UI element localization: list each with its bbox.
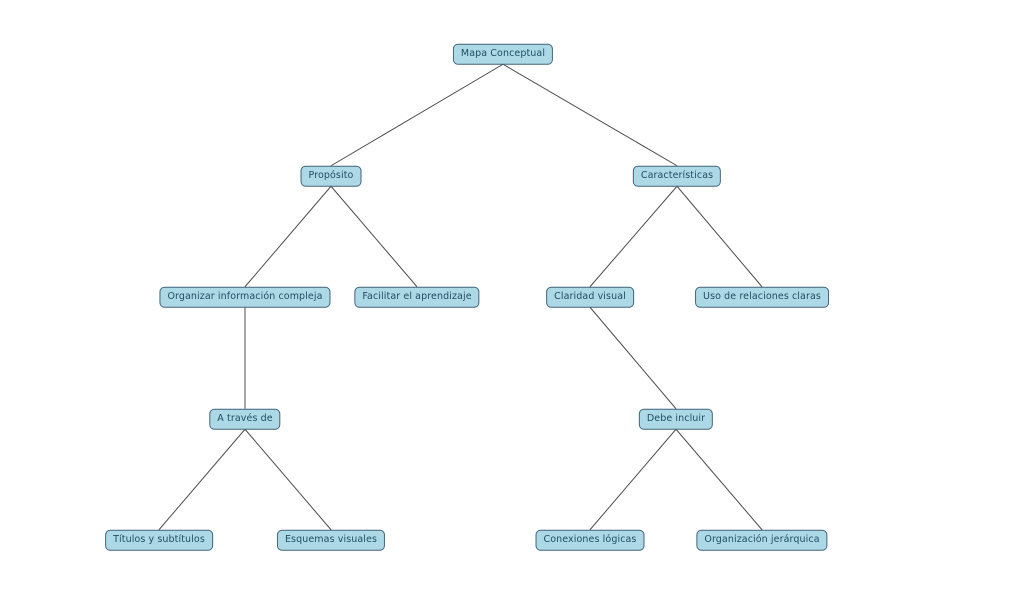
edge-atraves-to-titulos	[158, 428, 246, 531]
edge-debeincluir-to-conexiones	[589, 428, 677, 531]
concept-node-titulos[interactable]: Títulos y subtítulos	[105, 529, 213, 551]
concept-node-esquemas[interactable]: Esquemas visuales	[276, 529, 386, 551]
concept-node-relaciones[interactable]: Uso de relaciones claras	[695, 286, 829, 308]
edge-proposito-to-organizar	[244, 185, 332, 288]
edge-root-to-caract	[502, 63, 678, 167]
concept-node-facilitar[interactable]: Facilitar el aprendizaje	[354, 286, 480, 308]
edge-atraves-to-esquemas	[244, 428, 332, 531]
concept-node-caract[interactable]: Características	[632, 165, 722, 187]
concept-node-atraves[interactable]: A través de	[209, 408, 281, 430]
concept-node-conexiones[interactable]: Conexiones lógicas	[535, 529, 645, 551]
edge-claridad-to-debeincluir	[589, 306, 677, 410]
concept-node-jerarquica[interactable]: Organización jerárquica	[696, 529, 828, 551]
concept-node-debeincluir[interactable]: Debe incluir	[638, 408, 714, 430]
edge-proposito-to-facilitar	[330, 185, 418, 288]
concept-node-organizar[interactable]: Organizar información compleja	[159, 286, 331, 308]
edge-debeincluir-to-jerarquica	[675, 428, 763, 531]
concept-node-root[interactable]: Mapa Conceptual	[452, 43, 554, 65]
edge-root-to-proposito	[330, 63, 504, 167]
concept-node-claridad[interactable]: Claridad visual	[546, 286, 634, 308]
edge-caract-to-claridad	[589, 185, 678, 288]
concept-node-proposito[interactable]: Propósito	[300, 165, 362, 187]
edge-caract-to-relaciones	[676, 185, 763, 288]
